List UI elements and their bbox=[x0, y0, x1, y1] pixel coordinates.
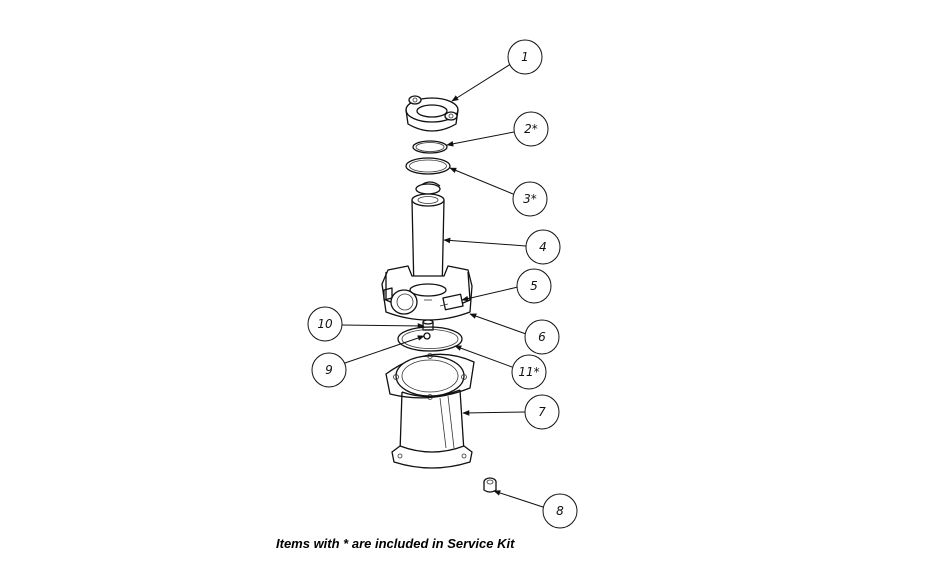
part-9-10-fittings bbox=[422, 319, 434, 340]
part-8-drain-plug bbox=[483, 477, 497, 493]
callout-9-label: 9 bbox=[325, 363, 333, 377]
callout-1: 1 bbox=[507, 39, 543, 75]
callout-7: 7 bbox=[524, 394, 560, 430]
part-1-top-cap bbox=[405, 95, 459, 132]
leader-6 bbox=[469, 313, 527, 335]
callout-11: 11* bbox=[511, 354, 547, 390]
leader-2 bbox=[446, 131, 515, 147]
part-7-bowl bbox=[385, 353, 475, 469]
callout-3: 3* bbox=[512, 181, 548, 217]
leader-5 bbox=[461, 286, 519, 302]
callout-6: 6 bbox=[524, 319, 560, 355]
callout-3-label: 3* bbox=[523, 192, 537, 206]
callout-6-label: 6 bbox=[538, 330, 546, 344]
part-11-bowl-o-ring bbox=[397, 326, 463, 352]
part-2-small-o-ring bbox=[412, 140, 448, 154]
callout-8-label: 8 bbox=[556, 504, 564, 518]
service-kit-footnote: Items with * are included in Service Kit bbox=[276, 536, 515, 551]
leader-10 bbox=[340, 323, 425, 329]
callout-11-label: 11* bbox=[518, 365, 539, 379]
callout-1-label: 1 bbox=[521, 50, 529, 64]
callout-2: 2* bbox=[513, 111, 549, 147]
leader-3 bbox=[449, 167, 514, 195]
callout-4-label: 4 bbox=[539, 240, 547, 254]
part-3-large-o-ring bbox=[405, 157, 451, 175]
callout-5-label: 5 bbox=[530, 279, 538, 293]
leader-11 bbox=[454, 345, 513, 368]
callout-9: 9 bbox=[311, 352, 347, 388]
callout-5: 5 bbox=[516, 268, 552, 304]
leader-9 bbox=[341, 335, 425, 365]
callout-8: 8 bbox=[542, 493, 578, 529]
callout-4: 4 bbox=[525, 229, 561, 265]
leader-8 bbox=[493, 490, 547, 509]
part-5-filter-head bbox=[381, 265, 473, 321]
leader-lines bbox=[340, 61, 547, 509]
callout-2-label: 2* bbox=[524, 122, 538, 136]
callout-10: 10 bbox=[307, 306, 343, 342]
callout-7-label: 7 bbox=[538, 405, 546, 419]
callout-10-label: 10 bbox=[317, 317, 333, 331]
leader-7 bbox=[462, 410, 527, 416]
leader-4 bbox=[443, 237, 527, 247]
leader-1 bbox=[451, 61, 515, 102]
